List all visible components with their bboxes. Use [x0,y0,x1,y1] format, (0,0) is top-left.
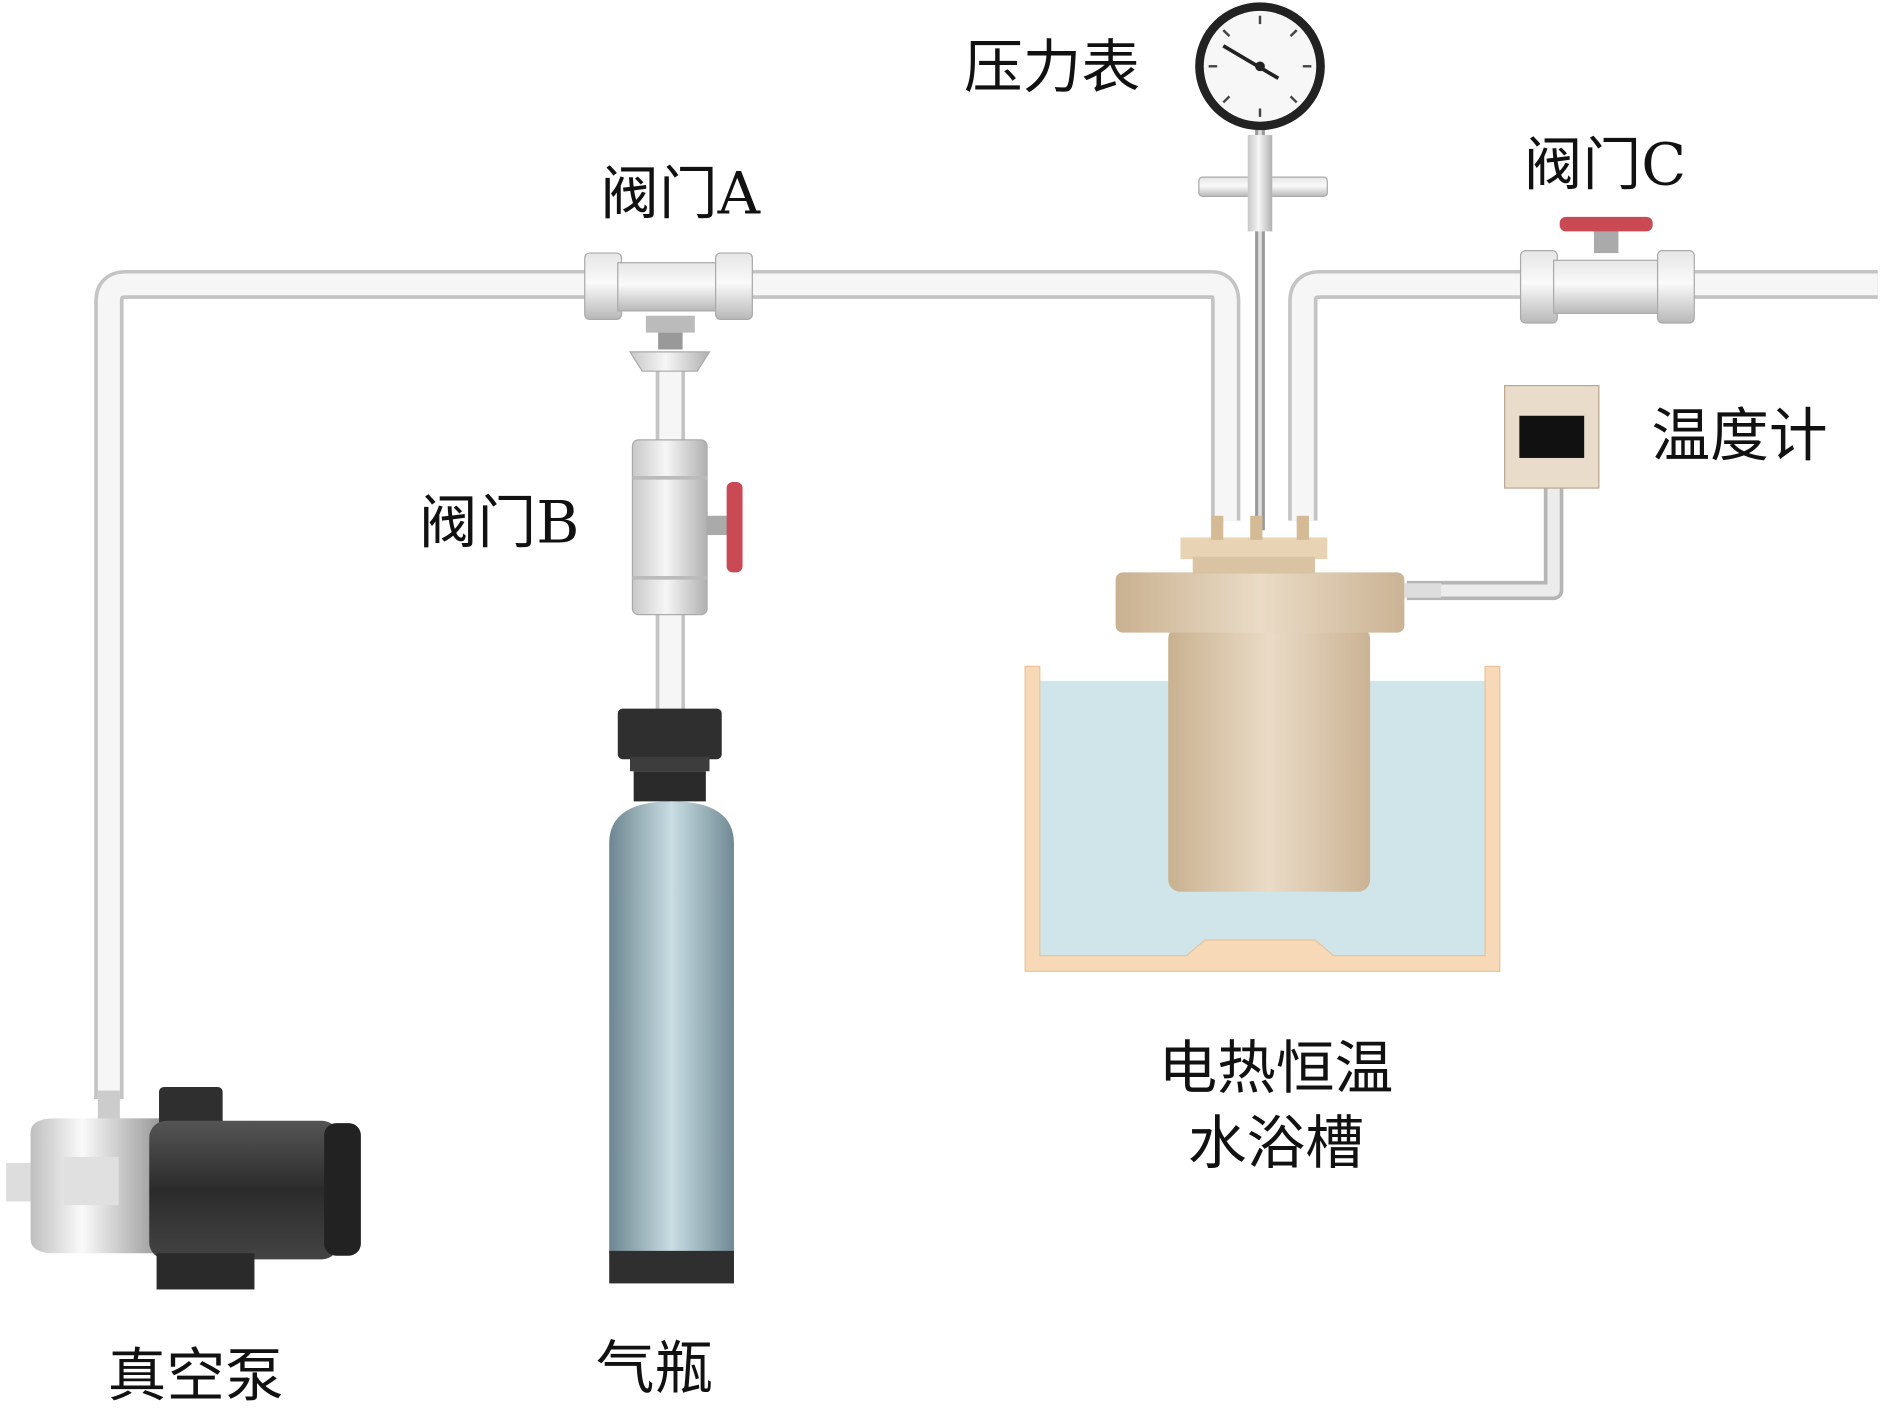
valve-b [631,439,743,616]
valve-a [584,252,753,372]
reactor [1115,515,1442,892]
water-bath-label-line2: 水浴槽 [1188,1109,1364,1176]
thermometer [1504,385,1600,489]
vacuum-pump-label: 真空泵 [108,1342,284,1409]
valve-a-label: 阀门A [600,160,761,227]
valve-c [1519,216,1695,324]
thermometer-label: 温度计 [1651,402,1827,469]
pressure-gauge [1195,2,1328,232]
gas-cylinder-label: 气瓶 [596,1335,713,1402]
water-bath-label-line1: 电热恒温 [1158,1035,1393,1102]
pressure-gauge-label: 压力表 [964,33,1140,100]
gas-cylinder [609,708,734,1284]
valve-b-label: 阀门B [419,489,580,556]
vacuum-pump [6,1086,361,1290]
valve-c-label: 阀门C [1524,131,1686,198]
